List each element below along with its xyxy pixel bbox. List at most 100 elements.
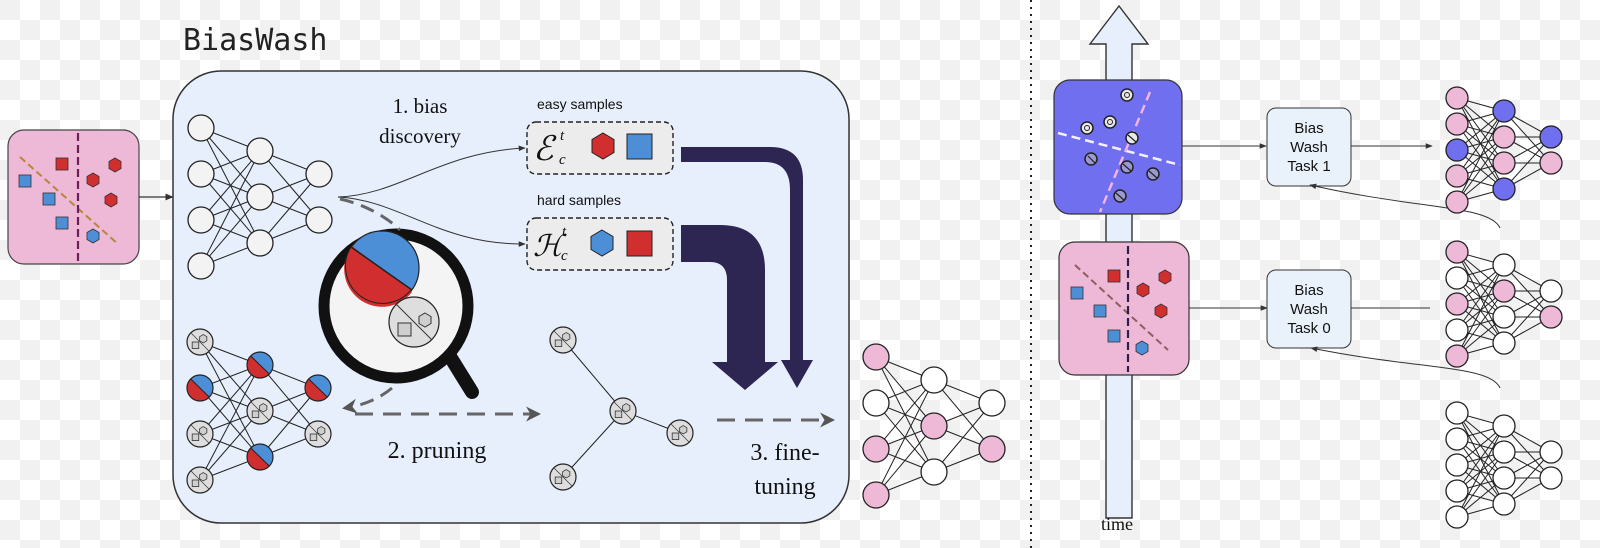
- blue-square: [626, 133, 653, 160]
- network-initial: [1445, 401, 1563, 529]
- easy-superscript: t: [560, 128, 565, 144]
- network-node: [1539, 279, 1563, 303]
- network-node: [1492, 414, 1516, 438]
- network-node: [1445, 240, 1469, 264]
- hard-samples-box: ℋ t c: [526, 217, 674, 271]
- feedback-arrow-task0: [1310, 346, 1501, 389]
- task0-data-pink: [1058, 241, 1190, 376]
- network-node: [1445, 505, 1469, 529]
- magnifier-icon: [318, 228, 479, 399]
- network-node: [1492, 279, 1516, 303]
- network-node: [1539, 466, 1563, 490]
- diagram-title: BiasWash: [183, 23, 328, 58]
- network-edge: [1503, 290, 1552, 344]
- network-node: [1445, 318, 1469, 342]
- network-edge: [1456, 110, 1505, 203]
- network-edge: [875, 425, 935, 496]
- arrow-to-easy: [337, 145, 526, 198]
- hard-samples-label: hard samples: [537, 192, 621, 208]
- network-node: [1445, 344, 1469, 368]
- network-node: [1445, 453, 1469, 477]
- network-edge: [933, 402, 993, 473]
- biased-node: [246, 351, 274, 379]
- feedback-arrow-task1: [1309, 183, 1501, 229]
- network-node: [246, 183, 274, 211]
- network-edge: [199, 410, 261, 481]
- dashed-arc-top: [339, 197, 402, 232]
- network-node: [1492, 440, 1516, 464]
- unbiased-node: [666, 419, 694, 447]
- step2-label: 2. pruning: [388, 438, 487, 464]
- network-after-task1: [1445, 86, 1563, 214]
- network-bias-analysis: [186, 328, 332, 494]
- network-node: [862, 435, 890, 463]
- step1-label-line2: discovery: [379, 124, 461, 148]
- task1-data-purple: [1053, 79, 1183, 215]
- network-node: [1445, 112, 1469, 136]
- network-edge: [1503, 136, 1552, 190]
- network-node: [920, 412, 948, 440]
- network-node: [187, 114, 215, 142]
- step1-label-line1: 1. bias: [393, 94, 448, 118]
- network-node: [1445, 164, 1469, 188]
- hard-to-finetune-arrow: [681, 225, 778, 390]
- network-node: [1539, 305, 1563, 329]
- network-node: [187, 252, 215, 280]
- network-edge: [200, 196, 261, 267]
- unbiased-node: [609, 397, 637, 425]
- network-node: [1492, 331, 1516, 355]
- network-node: [1445, 479, 1469, 503]
- network-edge: [1456, 110, 1505, 177]
- network-edge: [1456, 264, 1505, 331]
- network-node: [1492, 253, 1516, 277]
- network-edge: [259, 387, 319, 458]
- network-edge: [1503, 451, 1552, 505]
- network-node: [1445, 292, 1469, 316]
- network-edge: [1456, 264, 1505, 357]
- network-node: [1539, 125, 1563, 149]
- unbiased-node: [549, 326, 577, 354]
- network-node: [862, 343, 890, 371]
- blue-hexagon: [590, 229, 614, 257]
- network-node: [1445, 138, 1469, 162]
- network-finetuned: [862, 343, 1006, 509]
- network-node: [920, 366, 948, 394]
- network-node: [1492, 125, 1516, 149]
- unbiased-node: [246, 397, 274, 425]
- network-node: [246, 229, 274, 257]
- network-node: [862, 481, 890, 509]
- unbiased-node: [186, 466, 214, 494]
- network-edge: [199, 364, 261, 435]
- network-pruned: [549, 326, 694, 491]
- network-node: [305, 206, 333, 234]
- network-edge: [875, 379, 935, 496]
- network-edge: [562, 410, 624, 478]
- network-node: [1492, 177, 1516, 201]
- network-edge: [1456, 425, 1505, 492]
- network-node: [1445, 427, 1469, 451]
- network-node: [1492, 466, 1516, 490]
- task1-line1: Bias: [1294, 120, 1323, 137]
- easy-to-finetune-arrow: [681, 147, 813, 388]
- network-edge: [199, 364, 261, 481]
- task1-line2: Wash: [1290, 139, 1328, 156]
- step3-label-line2: tuning: [754, 474, 815, 500]
- time-label: time: [1101, 514, 1133, 534]
- unbiased-node: [304, 420, 332, 448]
- unbiased-node: [549, 463, 577, 491]
- unbiased-node: [186, 420, 214, 448]
- network-original: [187, 114, 333, 280]
- biased-node: [304, 374, 332, 402]
- network-node: [1445, 266, 1469, 290]
- hard-subscript: c: [561, 248, 568, 264]
- biaswash-task0-box: Bias Wash Task 0: [1266, 269, 1352, 349]
- network-edge: [200, 150, 261, 267]
- network-after-task0: [1445, 240, 1563, 368]
- task0-line2: Wash: [1290, 301, 1328, 318]
- easy-subscript: c: [559, 152, 566, 168]
- dashed-arc-bottom: [342, 386, 393, 414]
- network-node: [1492, 99, 1516, 123]
- network-node: [1492, 305, 1516, 329]
- network-edge: [1456, 425, 1505, 518]
- biased-node: [186, 374, 214, 402]
